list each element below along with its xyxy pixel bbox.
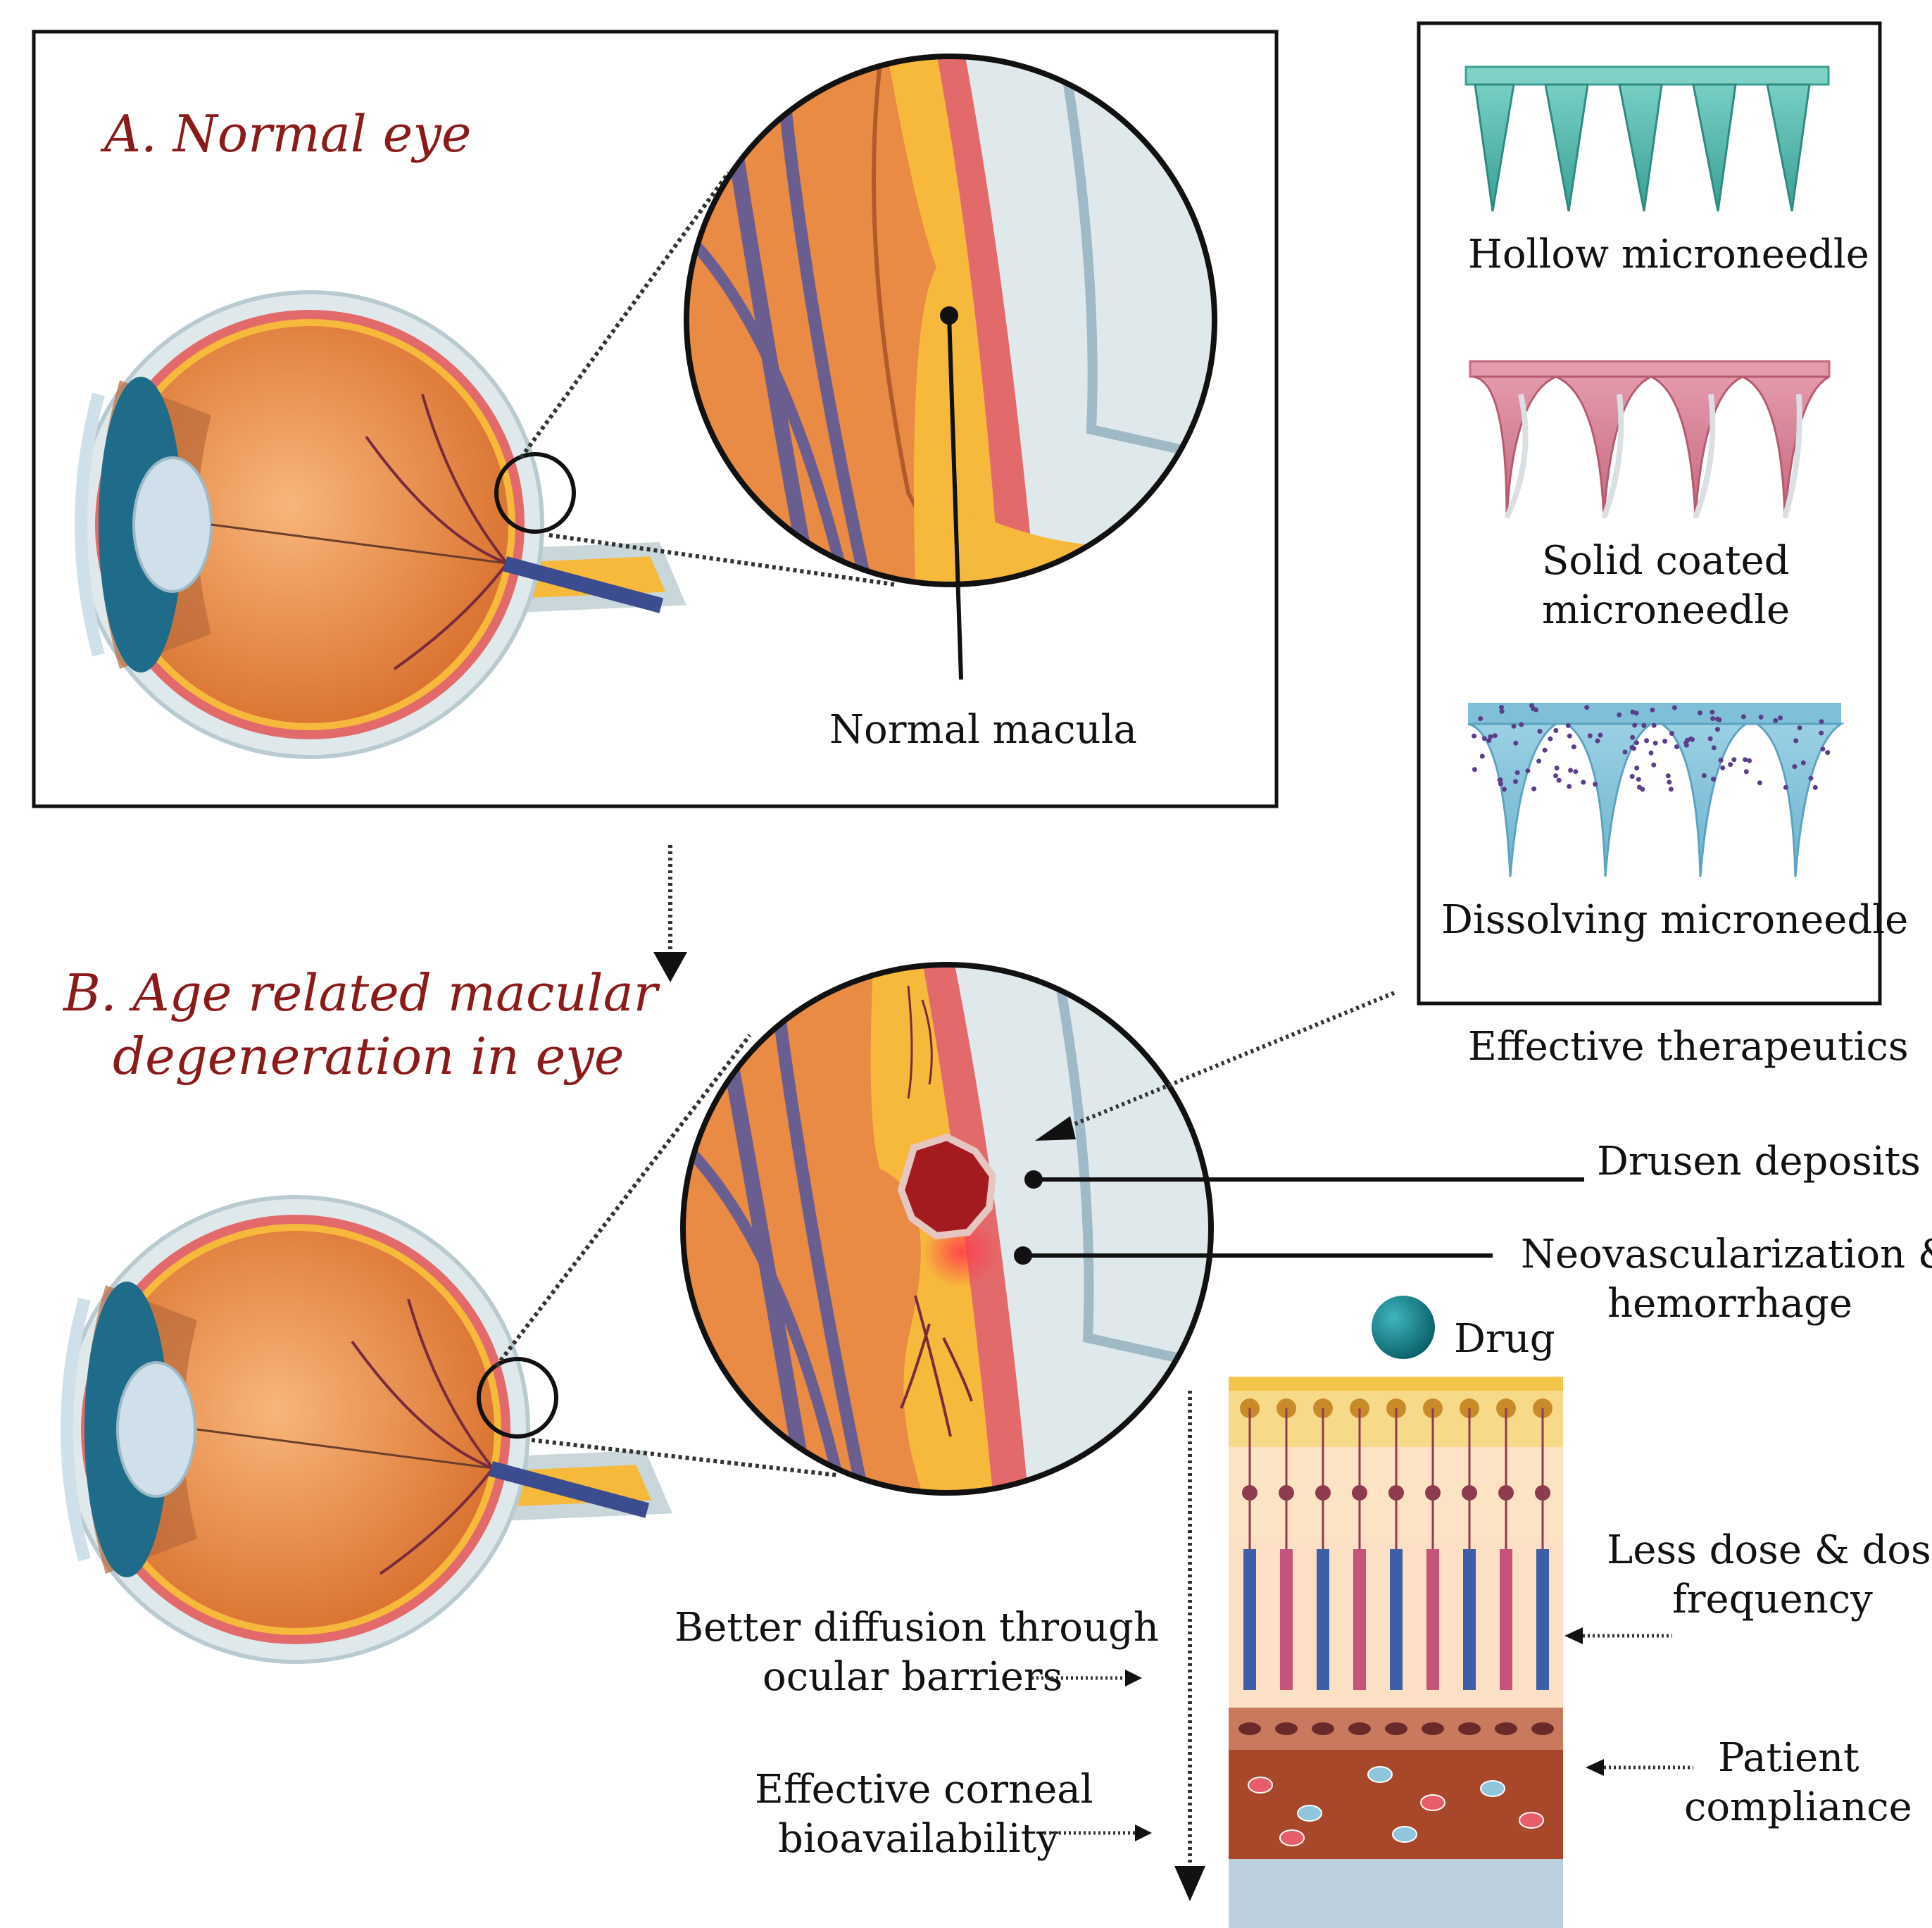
zoom-target-circle xyxy=(494,452,576,534)
drug-particle-icon xyxy=(1372,1296,1435,1359)
hollow-microneedle-icon xyxy=(1464,65,1830,212)
zoom-line-bottom xyxy=(548,533,895,587)
solid-coated-label-line2: microneedle xyxy=(1542,587,1790,633)
microneedle-frame xyxy=(1417,21,1882,1006)
panel-a-frame xyxy=(32,30,1279,808)
microneedle-panel: Hollow microneedle Solid coated micronee… xyxy=(1417,21,1909,1070)
effective-therapeutics-caption: Effective therapeutics xyxy=(1468,1024,1909,1070)
drug-delivery-section: Drug xyxy=(1174,1296,1563,1928)
compliance-arrow xyxy=(1586,1759,1604,1776)
drug-label: Drug xyxy=(1454,1316,1555,1362)
less-dose-line1: Less dose & dose xyxy=(1607,1527,1932,1573)
panel-b: B. Age related macular degeneration in e… xyxy=(61,962,1932,1664)
amd-zoom-line-bottom xyxy=(531,1438,839,1477)
panel-a-title: A. Normal eye xyxy=(100,104,472,163)
retinal-layers-illustration xyxy=(1229,1377,1563,1928)
drusen-label: Drusen deposits xyxy=(1597,1139,1921,1184)
solid-coated-microneedle-icon xyxy=(1469,360,1831,519)
patient-compliance-line2: compliance xyxy=(1684,1784,1912,1830)
corneal-line2: bioavailability xyxy=(778,1816,1059,1862)
macula-pointer-line xyxy=(947,315,963,680)
normal-macula-label: Normal macula xyxy=(829,707,1137,753)
diffusion-arrow xyxy=(1125,1670,1142,1686)
zoom-line-top xyxy=(519,171,731,459)
solid-coated-label-line1: Solid coated xyxy=(1542,538,1790,584)
neovascularization-label-line1: Neovascularization & xyxy=(1521,1232,1932,1277)
amd-zoom-target-circle xyxy=(477,1357,558,1439)
neovascularization-label-line2: hemorrhage xyxy=(1607,1281,1852,1327)
panel-b-title-line2: degeneration in eye xyxy=(113,1027,624,1086)
less-dose-line2: frequency xyxy=(1672,1577,1873,1622)
corneal-arrow xyxy=(1135,1824,1152,1841)
dissolving-microneedle-label: Dissolving microneedle xyxy=(1441,897,1908,943)
better-diffusion-line1: Better diffusion through xyxy=(675,1605,1159,1651)
corneal-line1: Effective corneal xyxy=(755,1767,1093,1813)
amd-zoom-line-top xyxy=(494,1034,752,1367)
hollow-microneedle-label: Hollow microneedle xyxy=(1468,232,1869,277)
amd-eye-illustration xyxy=(61,1195,672,1664)
panel-b-title-line1: B. Age related macular xyxy=(62,963,660,1022)
panel-a: A. Normal eye xyxy=(32,30,1279,808)
patient-compliance-line1: Patient xyxy=(1718,1735,1859,1781)
better-diffusion-line2: ocular barriers xyxy=(763,1654,1062,1700)
benefits: Better diffusion through ocular barriers… xyxy=(675,1527,1932,1862)
dissolving-microneedle-icon xyxy=(1467,703,1845,877)
magnified-normal-retina xyxy=(684,54,1217,587)
normal-eye-illustration xyxy=(75,290,686,759)
magnified-amd-retina xyxy=(680,962,1214,1496)
dose-arrow xyxy=(1564,1627,1583,1644)
drusen-deposit xyxy=(897,1133,997,1240)
